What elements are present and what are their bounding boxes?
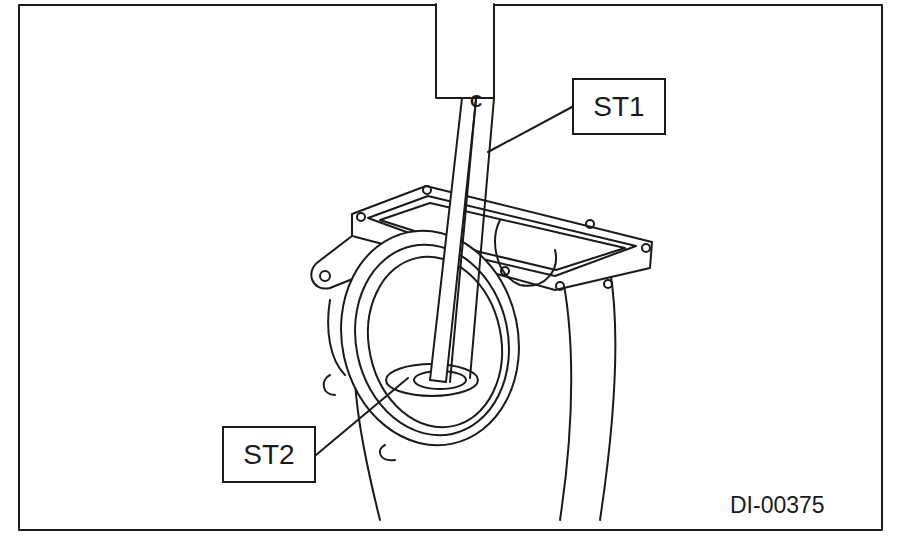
callout-box: ST1	[572, 78, 666, 135]
callout-text: ST1	[593, 91, 644, 123]
callout-box: ST2	[222, 426, 316, 483]
callout-text: ST2	[243, 439, 294, 471]
tool-mark: C	[470, 92, 482, 112]
figure-id: DI-00375	[730, 492, 825, 519]
